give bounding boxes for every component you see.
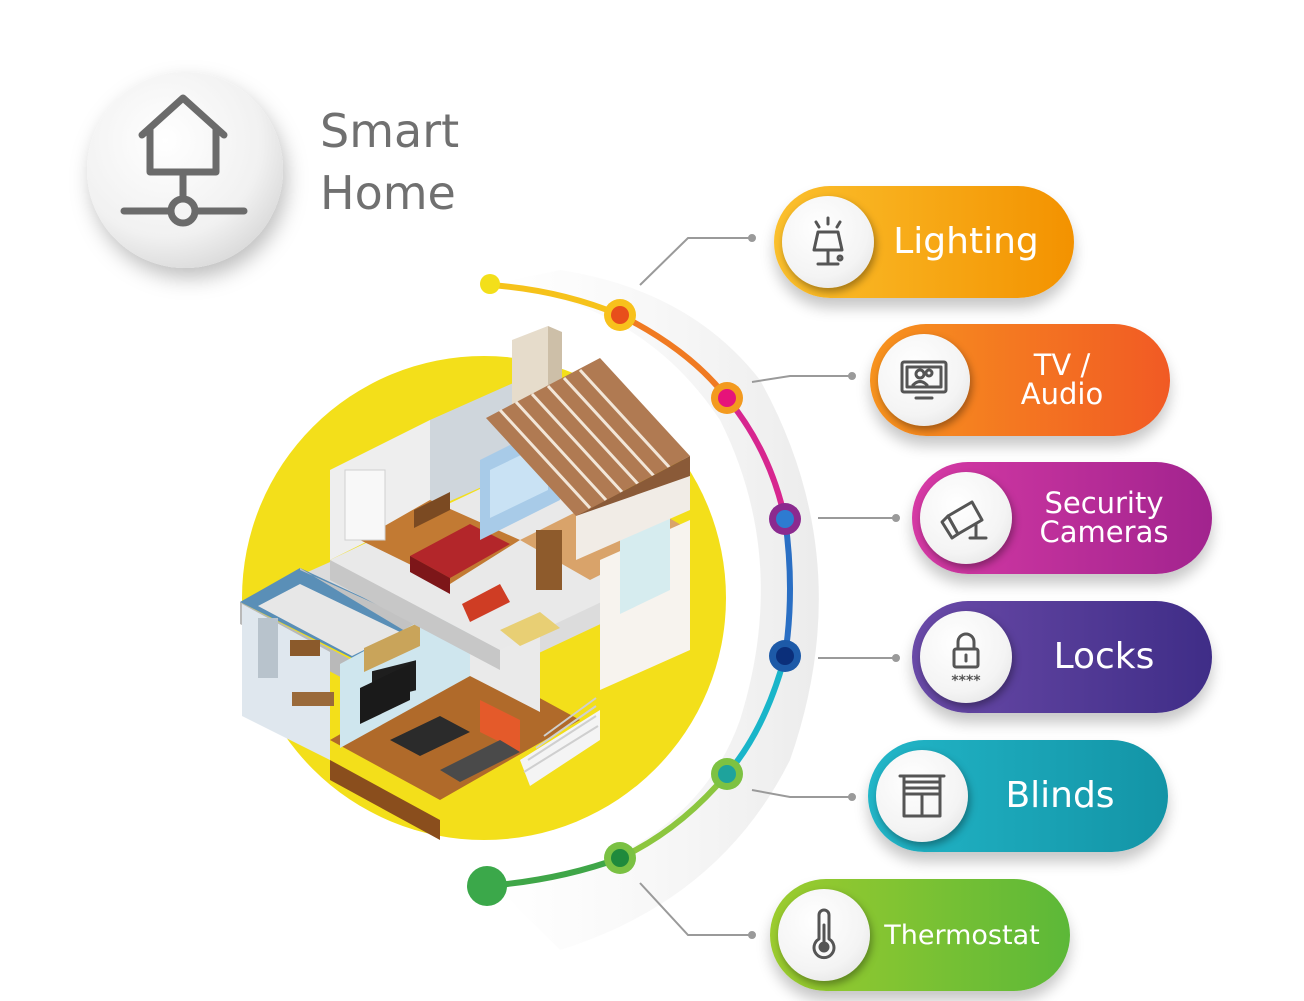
locks-label: Locks	[1053, 636, 1155, 677]
thermometer-icon	[812, 908, 836, 960]
thermostat-icon-disc	[778, 889, 870, 981]
security-icon-disc	[920, 472, 1012, 564]
tv-audio-icon-disc	[878, 334, 970, 426]
lighting-icon-disc	[782, 196, 874, 288]
camera-icon	[940, 500, 988, 540]
thermostat-label: Thermostat	[884, 919, 1040, 951]
title-smart: Smart	[320, 104, 460, 158]
arc-nodes	[467, 274, 801, 906]
locks-icon-disc: ****	[920, 611, 1012, 703]
lighting-button[interactable]: Lighting	[774, 186, 1074, 298]
lighting-label: Lighting	[893, 221, 1039, 262]
blinds-icon-disc	[876, 750, 968, 842]
tv-audio-button[interactable]: TV /Audio	[870, 324, 1170, 436]
connector-lines	[639, 234, 900, 939]
lamp-icon	[812, 216, 844, 266]
lock-icon: ****	[951, 632, 981, 689]
tv-icon	[900, 360, 948, 400]
smart-home-hub-icon	[87, 72, 283, 268]
blinds-icon	[898, 774, 946, 818]
title-home: Home	[320, 166, 456, 220]
thermostat-button[interactable]: Thermostat	[770, 879, 1070, 991]
tv-audio-label: TV /Audio	[1020, 348, 1104, 411]
blinds-button[interactable]: Blinds	[868, 740, 1168, 852]
lock-code-text: ****	[951, 673, 981, 689]
blinds-label: Blinds	[1005, 775, 1115, 816]
house-illustration	[240, 326, 690, 840]
locks-button[interactable]: **** Locks	[912, 601, 1212, 713]
